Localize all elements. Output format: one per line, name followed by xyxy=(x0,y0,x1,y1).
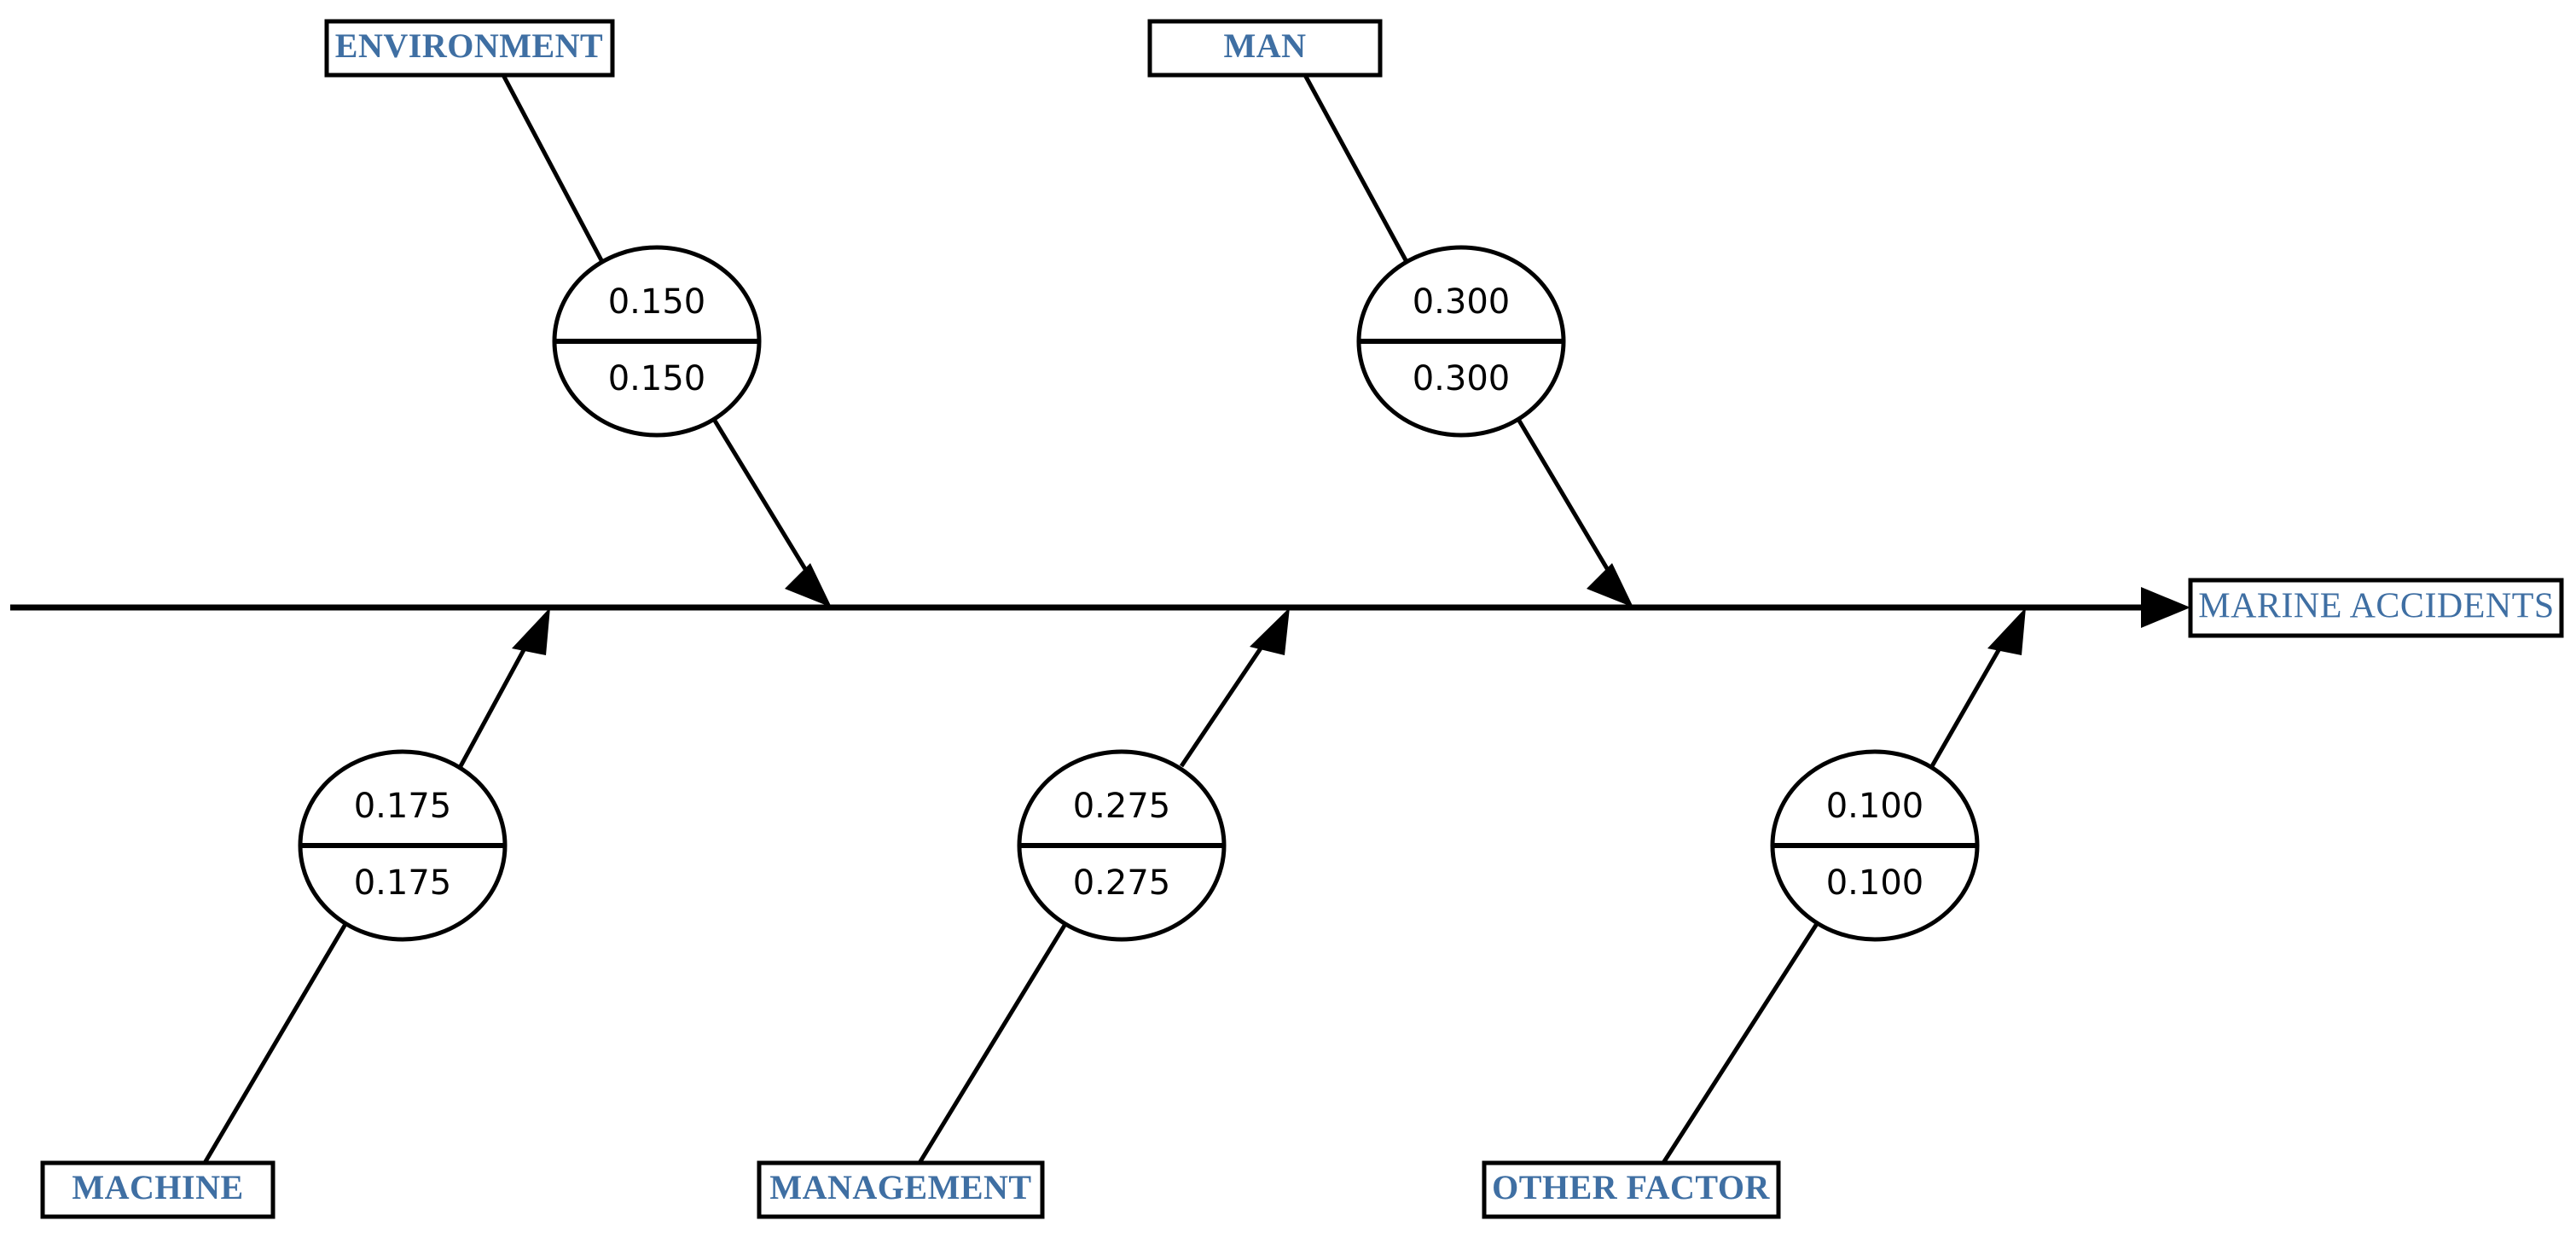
branch-environment-value-top: 0.150 xyxy=(608,282,706,322)
branch-other-factor-label-box[interactable] xyxy=(1482,1160,1781,1219)
branch-machine-stem-upper xyxy=(458,626,538,768)
branch-environment-value-bottom: 0.150 xyxy=(608,359,706,398)
branch-man-arrow-head xyxy=(1587,563,1633,607)
branch-man-stem-lower xyxy=(1517,419,1622,590)
branch-other-factor-value-top: 0.100 xyxy=(1826,787,1924,826)
branch-other-factor-stem-lower xyxy=(1661,918,1822,1165)
branch-machine-value-bottom: 0.175 xyxy=(354,863,452,903)
branch-man-stem-upper xyxy=(1303,73,1408,262)
branch-management[interactable]: 0.275 0.275 MANAGEMENT xyxy=(757,607,1290,1219)
branch-other-factor-label: OTHER FACTOR xyxy=(1492,1168,1770,1206)
branch-environment-stem-lower xyxy=(712,419,820,590)
branch-management-arrow-head xyxy=(1250,607,1290,655)
branch-environment[interactable]: 0.150 0.150 ENVIRONMENT xyxy=(324,19,832,607)
branch-man[interactable]: 0.300 0.300 MAN xyxy=(1147,19,1633,607)
branch-machine-label: MACHINE xyxy=(72,1168,243,1206)
branch-other-factor-stem-upper xyxy=(1929,626,2014,768)
branch-other-factor[interactable]: 0.100 0.100 OTHER FACTOR xyxy=(1482,607,2026,1219)
branch-management-stem-upper xyxy=(1179,626,1277,768)
branch-management-label: MANAGEMENT xyxy=(769,1168,1031,1206)
effect-label-box[interactable] xyxy=(2188,578,2564,638)
branch-machine-stem-lower xyxy=(202,918,351,1165)
branch-environment-label-box[interactable] xyxy=(324,19,615,78)
branch-other-factor-arrow-head xyxy=(1987,607,2026,655)
branch-environment-label: ENVIRONMENT xyxy=(335,26,603,65)
branch-management-value-top: 0.275 xyxy=(1073,787,1171,826)
branch-environment-stem-upper xyxy=(501,73,604,262)
spine-group xyxy=(10,587,2190,628)
branch-machine-value-top: 0.175 xyxy=(354,787,452,826)
effect-group[interactable]: MARINE ACCIDENTS xyxy=(2188,578,2564,638)
branch-machine-arrow-head xyxy=(512,607,550,655)
branch-man-label: MAN xyxy=(1223,26,1306,65)
effect-label: MARINE ACCIDENTS xyxy=(2198,587,2555,626)
spine-arrow-head xyxy=(2141,587,2190,628)
branch-management-value-bottom: 0.275 xyxy=(1073,863,1171,903)
branch-other-factor-value-bottom: 0.100 xyxy=(1826,863,1924,903)
branch-machine[interactable]: 0.175 0.175 MACHINE xyxy=(40,607,550,1219)
branch-machine-label-box[interactable] xyxy=(40,1160,276,1219)
branch-man-value-bottom: 0.300 xyxy=(1413,359,1511,398)
branch-management-label-box[interactable] xyxy=(757,1160,1045,1219)
branch-environment-arrow-head xyxy=(785,563,832,607)
branch-man-label-box[interactable] xyxy=(1147,19,1383,78)
branch-management-stem-lower xyxy=(917,918,1070,1165)
branch-man-value-top: 0.300 xyxy=(1413,282,1511,322)
